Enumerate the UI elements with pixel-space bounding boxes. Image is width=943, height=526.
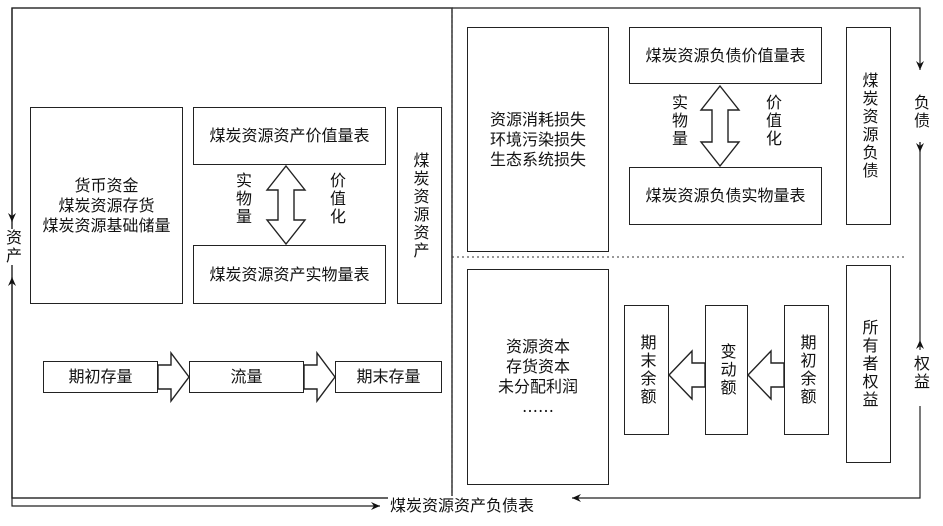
liability-physical-quantity-label: 实物量 xyxy=(669,94,688,148)
losses-box: 资源消耗损失 环境污染损失 生态系统损失 xyxy=(467,27,609,252)
flow-arrow-2 xyxy=(303,350,336,404)
right-to-bottom-arrow xyxy=(572,406,921,502)
liabilities-side-label: 负债 xyxy=(910,94,930,130)
balance-arrow-2 xyxy=(747,349,785,401)
liability-value-table-text: 煤炭资源负债价值量表 xyxy=(645,45,806,65)
balance-sheet-title: 煤炭资源资产负债表 xyxy=(388,496,537,516)
liability-value-table-box: 煤炭资源负债价值量表 xyxy=(629,27,822,84)
flow-flow-text: 流量 xyxy=(230,367,263,386)
change-amount-box: 变动额 xyxy=(705,305,748,435)
flow-opening-text: 期初存量 xyxy=(68,367,133,386)
liability-physical-table-box: 煤炭资源负债实物量表 xyxy=(629,167,822,225)
liability-valuation-label: 价值化 xyxy=(763,94,782,148)
asset-physical-quantity-label: 实物量 xyxy=(233,172,252,226)
coal-resource-liabilities-text: 煤炭资源负债 xyxy=(859,72,879,180)
liabilities-top-arrow xyxy=(452,7,924,70)
closing-balance-box: 期末余额 xyxy=(624,305,669,435)
losses-text: 资源消耗损失 环境污染损失 生态系统损失 xyxy=(489,109,586,169)
asset-valuation-label: 价值化 xyxy=(327,172,346,226)
asset-physical-table-box: 煤炭资源资产实物量表 xyxy=(193,245,386,304)
liability-double-arrow xyxy=(699,84,741,168)
asset-double-arrow xyxy=(265,164,307,246)
capital-items-text: 资源资本 存货资本 未分配利润 …… xyxy=(497,337,578,416)
assets-side-label: 资产 xyxy=(2,229,22,265)
closing-balance-text: 期末余额 xyxy=(637,334,657,406)
asset-items-text: 货币资金 煤炭资源存货 煤炭资源基础储量 xyxy=(42,175,171,235)
flow-opening-box: 期初存量 xyxy=(43,361,158,393)
balance-arrow-1 xyxy=(668,349,706,401)
owners-equity-text: 所有者权益 xyxy=(859,319,879,409)
owners-equity-box: 所有者权益 xyxy=(846,265,891,463)
flow-closing-text: 期末存量 xyxy=(356,367,421,386)
flow-closing-box: 期末存量 xyxy=(335,361,442,393)
coal-resource-assets-box: 煤炭资源资产 xyxy=(397,107,442,304)
change-amount-text: 变动额 xyxy=(717,343,737,397)
equity-side-label: 权益 xyxy=(910,355,930,391)
asset-items-box: 货币资金 煤炭资源存货 煤炭资源基础储量 xyxy=(30,107,183,304)
opening-balance-box: 期初余额 xyxy=(784,305,829,435)
left-to-bottom-arrow xyxy=(11,498,380,510)
asset-value-table-box: 煤炭资源资产价值量表 xyxy=(193,107,386,165)
flow-arrow-1 xyxy=(157,350,190,404)
liability-physical-table-text: 煤炭资源负债实物量表 xyxy=(645,186,806,205)
coal-resource-assets-text: 煤炭资源资产 xyxy=(410,151,430,260)
asset-physical-table-text: 煤炭资源资产实物量表 xyxy=(209,264,370,284)
opening-balance-text: 期初余额 xyxy=(797,334,817,406)
capital-items-box: 资源资本 存货资本 未分配利润 …… xyxy=(467,269,609,485)
coal-resource-liabilities-box: 煤炭资源负债 xyxy=(846,27,891,225)
flow-flow-box: 流量 xyxy=(189,361,304,393)
asset-value-table-text: 煤炭资源资产价值量表 xyxy=(209,126,370,145)
